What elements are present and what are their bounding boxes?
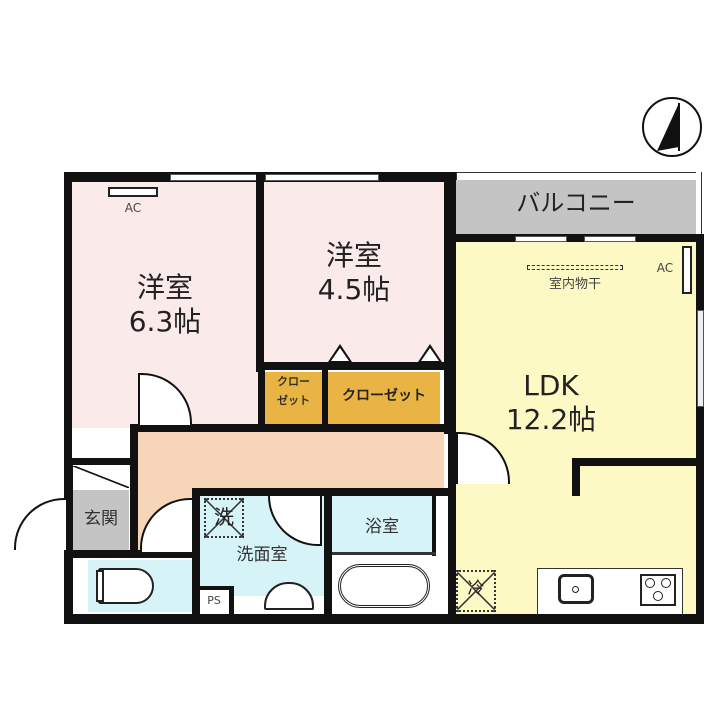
wall (324, 496, 332, 616)
wall (696, 240, 704, 624)
balcony-rail (696, 172, 702, 234)
fridge-icon (456, 570, 496, 612)
ac-unit-icon (682, 246, 692, 294)
closet-door-marker (331, 348, 349, 361)
room-name: 洋室 (325, 239, 382, 272)
room-size: 12.2帖 (505, 403, 597, 436)
wall (229, 589, 234, 617)
ac-label: AC (656, 261, 674, 275)
ac-label: AC (124, 201, 142, 215)
fridge-label: 冷 (467, 579, 485, 599)
wall (456, 234, 704, 242)
bathroom-label: 浴室 (365, 517, 399, 537)
room-size: 4.5帖 (317, 273, 391, 306)
ps-label: PS (207, 594, 221, 607)
ps-shaft (199, 589, 229, 617)
wall (572, 458, 580, 496)
wall (322, 368, 328, 428)
wall (192, 488, 448, 496)
burner-icon (645, 578, 655, 588)
window (697, 310, 704, 407)
closet-label-line1: クロー (277, 375, 310, 388)
closet-label-line2: ゼット (277, 393, 310, 407)
window (515, 236, 567, 242)
wall (258, 368, 265, 428)
wall (130, 424, 448, 432)
window (584, 236, 636, 242)
drying-rod-icon (527, 265, 623, 270)
drying-label: 室内物干 (548, 277, 601, 292)
ldk-room (456, 240, 696, 618)
wall (432, 496, 436, 556)
closet-small (265, 372, 322, 424)
bathroom-divider (332, 552, 436, 555)
closet-large (328, 372, 440, 424)
burner-icon (661, 578, 671, 588)
wall (64, 458, 73, 624)
wall (64, 614, 704, 624)
balcony-label: バルコニー (516, 189, 636, 217)
wall (130, 424, 138, 554)
wall (572, 458, 698, 466)
toilet-tank (96, 570, 104, 602)
entrance (73, 490, 129, 550)
wall (64, 458, 134, 465)
toilet-icon (98, 568, 154, 604)
washer-icon (204, 498, 244, 538)
balcony-rail (456, 172, 702, 180)
wall (448, 430, 456, 624)
wall (196, 586, 234, 590)
balcony (456, 180, 696, 234)
ac-unit-icon (108, 187, 158, 197)
wall (64, 172, 72, 462)
entrance-label: 玄関 (84, 509, 118, 529)
burner-icon (653, 591, 663, 601)
bathroom (332, 496, 432, 552)
room-name: LDK (523, 369, 579, 402)
wall (256, 172, 264, 372)
hallway (138, 432, 444, 490)
diagonal-line (73, 466, 129, 488)
wall (444, 172, 456, 434)
entrance-door-swing (14, 498, 68, 550)
room-size: 6.3帖 (128, 305, 202, 338)
window (170, 174, 258, 181)
wall (192, 488, 200, 618)
western-room-2 (264, 182, 444, 364)
wall (70, 550, 196, 558)
closet-label: クロー ゼット (265, 375, 322, 407)
window (265, 174, 379, 181)
closet-label: クローゼット (342, 388, 426, 404)
room-name: 洋室 (136, 271, 193, 304)
north-arrow-icon (642, 97, 702, 157)
closet-door-marker (421, 348, 439, 361)
bathtub-icon (338, 564, 430, 608)
drain-icon (572, 586, 579, 593)
washer-label: 洗 (214, 505, 234, 529)
washroom-label: 洗面室 (236, 545, 288, 565)
wall (256, 362, 452, 370)
sink-icon (264, 582, 314, 610)
